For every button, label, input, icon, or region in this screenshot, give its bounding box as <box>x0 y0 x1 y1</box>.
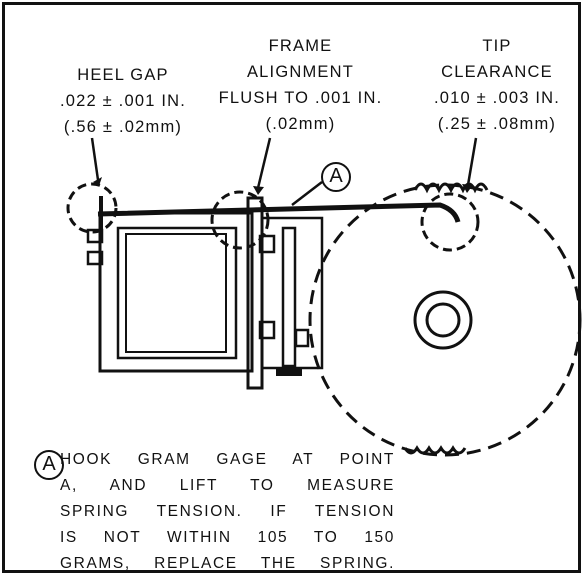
screw-head <box>276 368 302 376</box>
gear-hub-inner <box>425 302 461 338</box>
frame-alignment-circle <box>210 190 270 250</box>
frame-alignment-label: FRAME ALIGNMENT FLUSH TO .001 IN. (.02mm… <box>198 33 403 137</box>
instruction-note: HOOK GRAM GAGE AT POINT A, AND LIFT TO M… <box>60 447 395 577</box>
frame-alignment-title-1: FRAME <box>268 37 333 55</box>
side-tabs <box>258 234 310 348</box>
note-line: SPRING TENSION. IF TENSION <box>60 503 395 520</box>
tip-pointer <box>466 137 478 186</box>
armature-bar <box>97 202 461 223</box>
note-line: HOOK GRAM GAGE AT POINT <box>60 451 395 468</box>
point-a-leader <box>291 181 323 206</box>
coil-body <box>125 233 227 353</box>
frame-alignment-mm: (.02mm) <box>265 115 336 133</box>
frame-plate <box>246 196 264 390</box>
gear-teeth-bottom <box>403 445 467 455</box>
adjust-screw <box>281 226 297 368</box>
coil-inner <box>116 226 238 360</box>
note-line: IS NOT WITHIN 105 TO 150 <box>60 529 395 546</box>
frame-pointer <box>256 137 272 189</box>
tip-clearance-title-2: CLEARANCE <box>441 63 553 81</box>
frame-alignment-inches: FLUSH TO .001 IN. <box>218 89 383 107</box>
tip-clearance-mm: (.25 ± .08mm) <box>437 115 557 133</box>
gear-hub-outer <box>413 290 473 350</box>
note-line: A, AND LIFT TO MEASURE <box>60 477 395 494</box>
heel-gap-mm: (.56 ± .02mm) <box>63 118 183 136</box>
note-line: GRAMS, REPLACE THE SPRING. <box>60 555 395 572</box>
gear-teeth-top <box>413 182 489 194</box>
coil-frame <box>98 211 254 373</box>
tip-clearance-label: TIP CLEARANCE .010 ± .003 IN. (.25 ± .08… <box>408 33 586 137</box>
heel-gap-circle <box>66 182 118 234</box>
heel-gap-title: HEEL GAP <box>77 66 169 84</box>
tip-clearance-title-1: TIP <box>482 37 512 55</box>
heel-pointer <box>90 137 100 181</box>
heel-gap-label: HEEL GAP .022 ± .001 IN. (.56 ± .02mm) <box>38 62 208 140</box>
point-a-marker: A <box>321 162 351 192</box>
tip-clearance-circle <box>420 192 480 252</box>
heel-gap-inches: .022 ± .001 IN. <box>59 92 187 110</box>
tip-clearance-inches: .010 ± .003 IN. <box>433 89 561 107</box>
note-a-marker: A <box>34 450 64 480</box>
gear-wheel <box>308 183 582 457</box>
frame-alignment-title-2: ALIGNMENT <box>246 63 355 81</box>
